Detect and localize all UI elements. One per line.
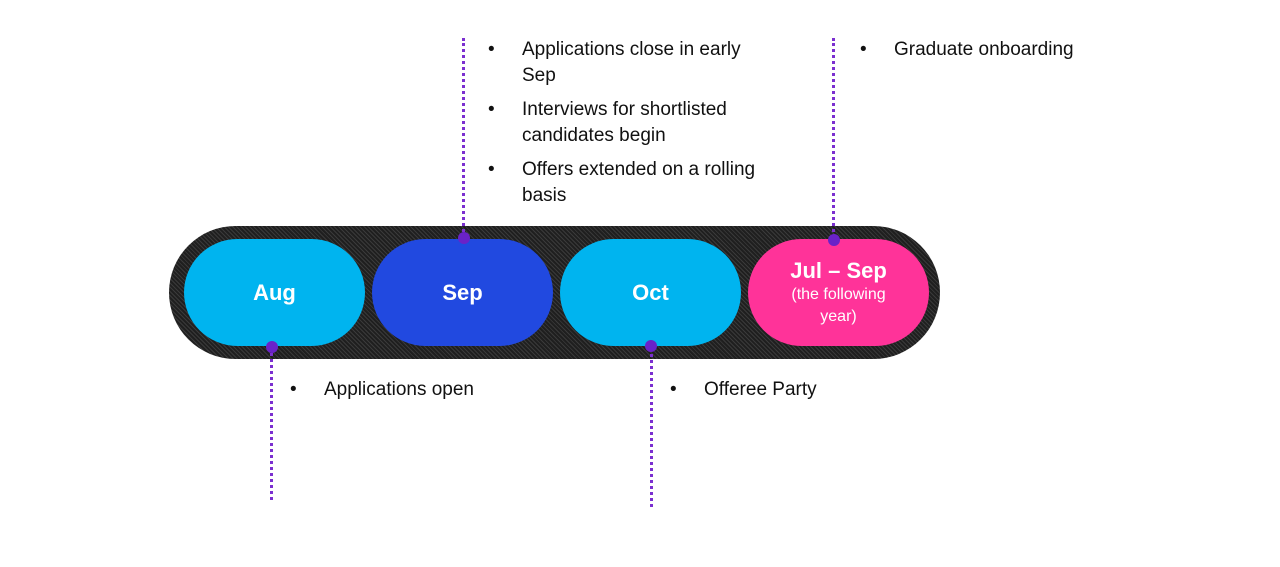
connector-jul-sep [832, 38, 835, 238]
notes-oct: Offeree Party [670, 377, 970, 411]
note-aug-item: Applications open [290, 377, 590, 403]
period-aug: Aug [184, 239, 365, 346]
note-sep-item: Applications close in early Sep [488, 37, 768, 89]
connector-dot-oct [645, 340, 657, 352]
notes-sep: Applications close in early Sep Intervie… [488, 37, 768, 217]
note-sep-item: Interviews for shortlisted candidates be… [488, 97, 768, 149]
connector-dot-sep [458, 232, 470, 244]
note-oct-item: Offeree Party [670, 377, 970, 403]
period-oct: Oct [560, 239, 741, 346]
period-oct-label: Oct [632, 279, 669, 305]
connector-sep [462, 38, 465, 238]
connector-aug [270, 347, 273, 500]
notes-aug: Applications open [290, 377, 590, 411]
connector-oct [650, 347, 653, 507]
connector-dot-aug [266, 341, 278, 353]
notes-jul-sep: Graduate onboarding [860, 37, 1160, 71]
period-aug-label: Aug [253, 279, 296, 305]
period-sep: Sep [372, 239, 553, 346]
note-sep-item: Offers extended on a rolling basis [488, 157, 768, 209]
note-jul-sep-item: Graduate onboarding [860, 37, 1160, 63]
period-jul-sep: Jul – Sep (the following year) [748, 239, 929, 346]
period-sep-label: Sep [442, 279, 483, 305]
period-jul-sep-label: Jul – Sep [790, 257, 887, 283]
period-jul-sep-sublabel: (the following year) [791, 285, 886, 325]
connector-dot-jul-sep [828, 234, 840, 246]
